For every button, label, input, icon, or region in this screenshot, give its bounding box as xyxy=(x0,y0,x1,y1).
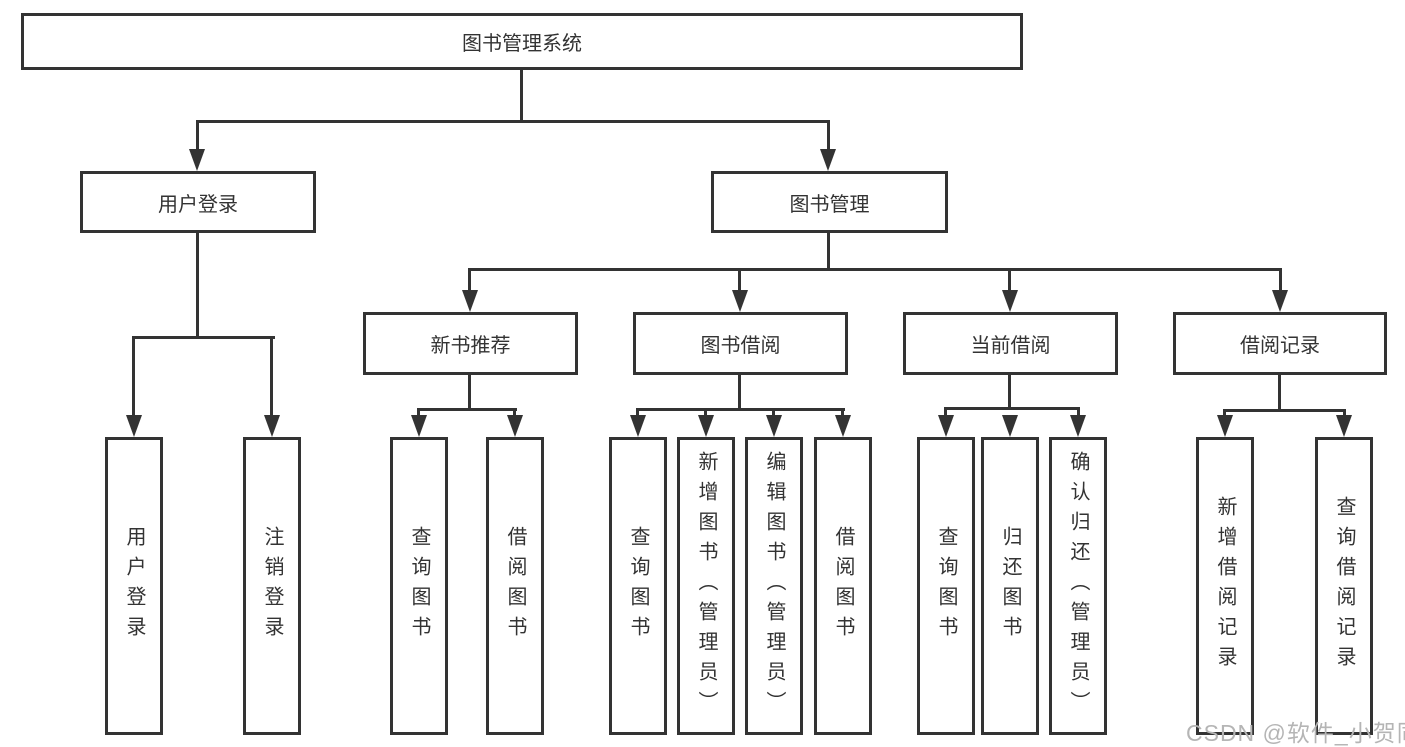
node-leaf-query-books-borrow: 查询图书 xyxy=(609,437,667,735)
node-label: 查询图书 xyxy=(408,526,430,646)
arrow-down-icon xyxy=(1272,290,1288,312)
connector-line xyxy=(1077,407,1080,420)
connector-line xyxy=(636,408,639,420)
node-leaf-query-books-recommend: 查询图书 xyxy=(390,437,448,735)
arrow-down-icon xyxy=(698,415,714,437)
connector-line xyxy=(196,120,830,123)
node-root-library-system: 图书管理系统 xyxy=(21,13,1023,70)
node-label: 查询借阅记录 xyxy=(1333,496,1355,676)
arrow-down-icon xyxy=(938,415,954,437)
connector-line xyxy=(1008,375,1011,410)
node-label: 新增图书（管理员） xyxy=(695,451,717,721)
connector-line xyxy=(513,408,516,420)
connector-line xyxy=(1279,268,1282,292)
node-label: 借阅图书 xyxy=(504,526,526,646)
arrow-down-icon xyxy=(411,415,427,437)
connector-line xyxy=(520,70,523,123)
connector-line xyxy=(196,233,199,339)
connector-line xyxy=(1343,409,1346,420)
connector-line xyxy=(417,408,517,411)
node-label: 新书推荐 xyxy=(430,335,511,357)
node-label: 当前借阅 xyxy=(970,335,1051,357)
node-leaf-add-books-admin: 新增图书（管理员） xyxy=(677,437,735,735)
connector-line xyxy=(738,375,741,411)
node-label: 新增借阅记录 xyxy=(1214,496,1236,676)
arrow-down-icon xyxy=(835,415,851,437)
node-leaf-return-books: 归还图书 xyxy=(981,437,1039,735)
node-leaf-query-books-current: 查询图书 xyxy=(917,437,975,735)
node-label: 借阅记录 xyxy=(1240,335,1320,357)
node-label: 注销登录 xyxy=(261,526,283,646)
node-label: 借阅图书 xyxy=(832,526,854,646)
connector-line xyxy=(468,268,471,292)
arrow-down-icon xyxy=(507,415,523,437)
node-leaf-borrow-books: 借阅图书 xyxy=(814,437,872,735)
arrow-down-icon xyxy=(630,415,646,437)
node-label: 图书管理 xyxy=(789,193,870,216)
connector-line xyxy=(270,336,273,420)
node-label: 图书借阅 xyxy=(700,335,781,357)
arrow-down-icon xyxy=(264,415,280,437)
arrow-down-icon xyxy=(1217,415,1233,437)
node-new-book-recommend: 新书推荐 xyxy=(363,312,578,375)
node-label: 查询图书 xyxy=(627,526,649,646)
arrow-down-icon xyxy=(1002,290,1018,312)
node-book-management-branch: 图书管理 xyxy=(711,171,948,233)
node-borrow-records: 借阅记录 xyxy=(1173,312,1387,375)
node-leaf-borrow-books-recommend: 借阅图书 xyxy=(486,437,544,735)
node-label: 用户登录 xyxy=(123,526,145,646)
connector-line xyxy=(827,120,830,151)
node-label: 用户登录 xyxy=(158,193,238,216)
connector-line xyxy=(704,408,707,420)
connector-line xyxy=(944,407,947,420)
arrow-down-icon xyxy=(1002,415,1018,437)
connector-line xyxy=(1223,409,1226,420)
connector-line xyxy=(1278,375,1281,412)
arrow-down-icon xyxy=(1336,415,1352,437)
node-leaf-user-login: 用户登录 xyxy=(105,437,163,735)
connector-line xyxy=(196,120,199,151)
node-leaf-confirm-return-admin: 确认归还（管理员） xyxy=(1049,437,1107,735)
node-leaf-edit-books-admin: 编辑图书（管理员） xyxy=(745,437,803,735)
connector-line xyxy=(827,233,830,271)
arrow-down-icon xyxy=(1070,415,1086,437)
node-book-borrow: 图书借阅 xyxy=(633,312,848,375)
node-label: 图书管理系统 xyxy=(462,33,582,55)
node-user-login-branch: 用户登录 xyxy=(80,171,316,233)
node-label: 归还图书 xyxy=(999,526,1021,646)
node-leaf-logout: 注销登录 xyxy=(243,437,301,735)
connector-line xyxy=(1008,268,1011,292)
arrow-down-icon xyxy=(766,415,782,437)
arrow-down-icon xyxy=(189,149,205,171)
connector-line xyxy=(468,375,471,411)
connector-line xyxy=(132,336,275,339)
arrow-down-icon xyxy=(732,290,748,312)
connector-line xyxy=(772,408,775,420)
node-leaf-add-borrow-record: 新增借阅记录 xyxy=(1196,437,1254,735)
node-label: 查询图书 xyxy=(935,526,957,646)
node-current-borrow: 当前借阅 xyxy=(903,312,1118,375)
arrow-down-icon xyxy=(462,290,478,312)
node-label: 确认归还（管理员） xyxy=(1067,451,1089,721)
connector-line xyxy=(636,408,845,411)
connector-line xyxy=(468,268,1282,271)
arrow-down-icon xyxy=(126,415,142,437)
node-leaf-query-borrow-record: 查询借阅记录 xyxy=(1315,437,1373,735)
connector-line xyxy=(417,408,420,420)
arrow-down-icon xyxy=(820,149,836,171)
csdn-watermark: CSDN @软件_小贺同学 xyxy=(1186,720,1405,746)
node-label: 编辑图书（管理员） xyxy=(763,451,785,721)
connector-line xyxy=(132,336,135,420)
connector-line xyxy=(738,268,741,292)
connector-line xyxy=(1223,409,1346,412)
connector-line xyxy=(841,408,844,420)
connector-line xyxy=(944,407,1080,410)
